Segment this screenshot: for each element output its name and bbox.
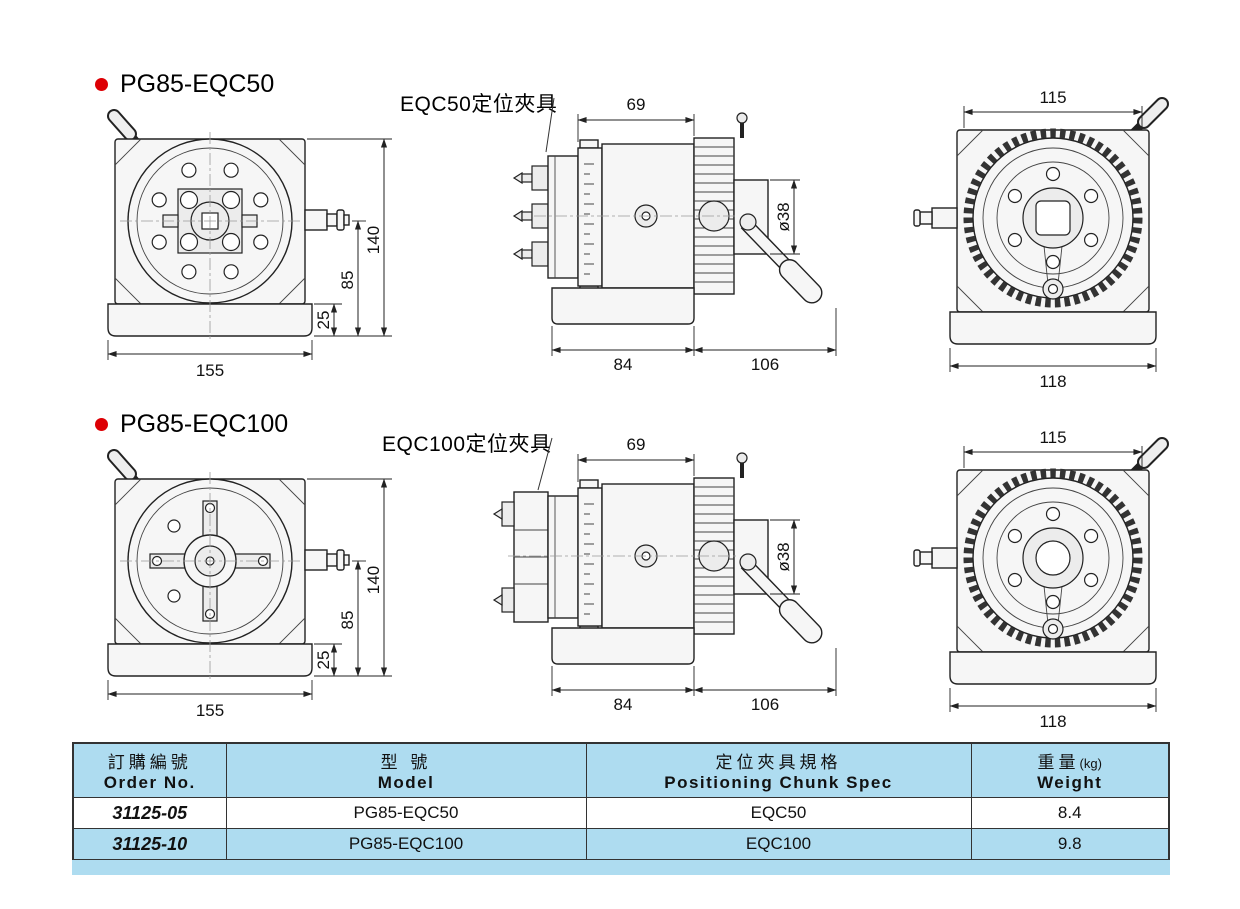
dim-bottom: 118 [1039,372,1066,390]
dim-body: 84 [614,695,633,714]
index-shaft [304,209,350,231]
knurled-ring [963,128,1143,308]
section-title-eqc50: PG85-EQC50 [95,70,274,99]
base [107,303,313,337]
header-model: 型 號 Model [225,742,587,798]
dim-center-height: 85 [338,271,357,290]
side-dimensions: 69 ø38 84 106 [551,95,837,374]
bullet-icon [95,418,108,431]
knurled-ring [963,468,1143,648]
table-row-eqc50: 31125-05 PG85-EQC50 EQC50 8.4 [72,797,1170,829]
side-dimensions: 69 ø38 84 106 [551,435,837,714]
section-title-eqc100: PG85-EQC100 [95,410,288,439]
model-title: PG85-EQC50 [120,70,275,98]
table-row-eqc100: 31125-10 PG85-EQC100 EQC100 9.8 [72,828,1170,861]
adapter-plate [577,147,603,287]
spec-table: 訂購編號 Order No. 型 號 Model 定位夾具規格 Position… [72,742,1170,861]
dim-top: 115 [1039,430,1066,447]
chuck-body [547,495,579,619]
base [551,287,695,325]
spec-cell: EQC50 [585,797,972,829]
section-pg85-eqc100: PG85-EQC100 EQC100定位夾具 [0,400,1240,740]
base [107,643,313,677]
dim-total-height: 140 [364,226,383,254]
bolt-holes [1007,506,1099,610]
side-view-drawing-eqc50: 69 ø38 84 106 [512,95,837,374]
dim-base-height: 25 [314,651,333,670]
index-shaft [913,207,958,229]
weight-cell: 8.4 [970,797,1170,829]
handle-grip [778,599,823,644]
header-weight: 重量(kg) Weight [970,742,1170,798]
dim-handle: 106 [751,695,779,714]
handle-grip [778,259,823,304]
spec-cell: EQC100 [585,828,972,861]
chuck-body [547,155,579,279]
bolt-holes [1007,166,1099,270]
adapter-plate [577,487,603,627]
order-no-cell: 31125-10 [72,828,227,861]
section-pg85-eqc50: PG85-EQC50 EQC50定位夾具 [0,60,1240,400]
dim-width: 155 [196,701,224,720]
order-no-cell: 31125-05 [72,797,227,829]
front-dimensions: 155 25 85 140 [107,138,392,380]
dim-shaft-dia: ø38 [774,542,793,571]
index-shaft [304,549,350,571]
dim-handle: 106 [751,355,779,374]
rear-view-drawing-eqc100: 115 118 [913,430,1169,730]
rear-dimensions: 115 118 [949,430,1157,730]
square-bore [1035,200,1071,236]
base [949,651,1157,685]
front-view-drawing-eqc100: 155 25 85 140 [107,449,392,720]
dim-width: 155 [196,361,224,380]
base [551,627,695,665]
header-order-no: 訂購編號 Order No. [72,742,227,798]
rear-dimensions: 115 118 [949,90,1157,390]
round-bore [1035,540,1071,576]
callout-leader-line [537,437,553,491]
dim-top: 69 [627,95,646,114]
dim-total-height: 140 [364,566,383,594]
front-dimensions: 155 25 85 140 [107,478,392,720]
model-cell: PG85-EQC50 [225,797,587,829]
callout-leader-line [545,97,555,153]
bullet-icon [95,78,108,91]
bolt-holes [151,162,269,280]
model-cell: PG85-EQC100 [225,828,587,861]
base [949,311,1157,345]
chuck-callout-label: EQC50定位夾具 [400,93,558,116]
side-view-drawing-eqc100: 69 ø38 84 106 [492,435,837,714]
model-title: PG85-EQC100 [120,410,289,438]
dim-bottom: 118 [1039,712,1066,730]
dim-body: 84 [614,355,633,374]
table-header-row: 訂購編號 Order No. 型 號 Model 定位夾具規格 Position… [72,742,1170,798]
dim-shaft-dia: ø38 [774,202,793,231]
front-view-drawing-eqc50: 155 25 85 140 [107,109,392,380]
chuck-callout-label: EQC100定位夾具 [382,433,552,456]
weight-cell: 9.8 [970,828,1170,861]
dim-center-height: 85 [338,611,357,630]
chuck-clamps [492,491,549,623]
bottom-accent-strip [72,860,1170,875]
rear-view-drawing-eqc50: 115 118 [913,90,1169,390]
header-chuck-spec: 定位夾具規格 Positioning Chunk Spec [585,742,972,798]
dim-top: 69 [627,435,646,454]
dim-top: 115 [1039,90,1066,107]
dim-base-height: 25 [314,311,333,330]
index-shaft [913,547,958,569]
